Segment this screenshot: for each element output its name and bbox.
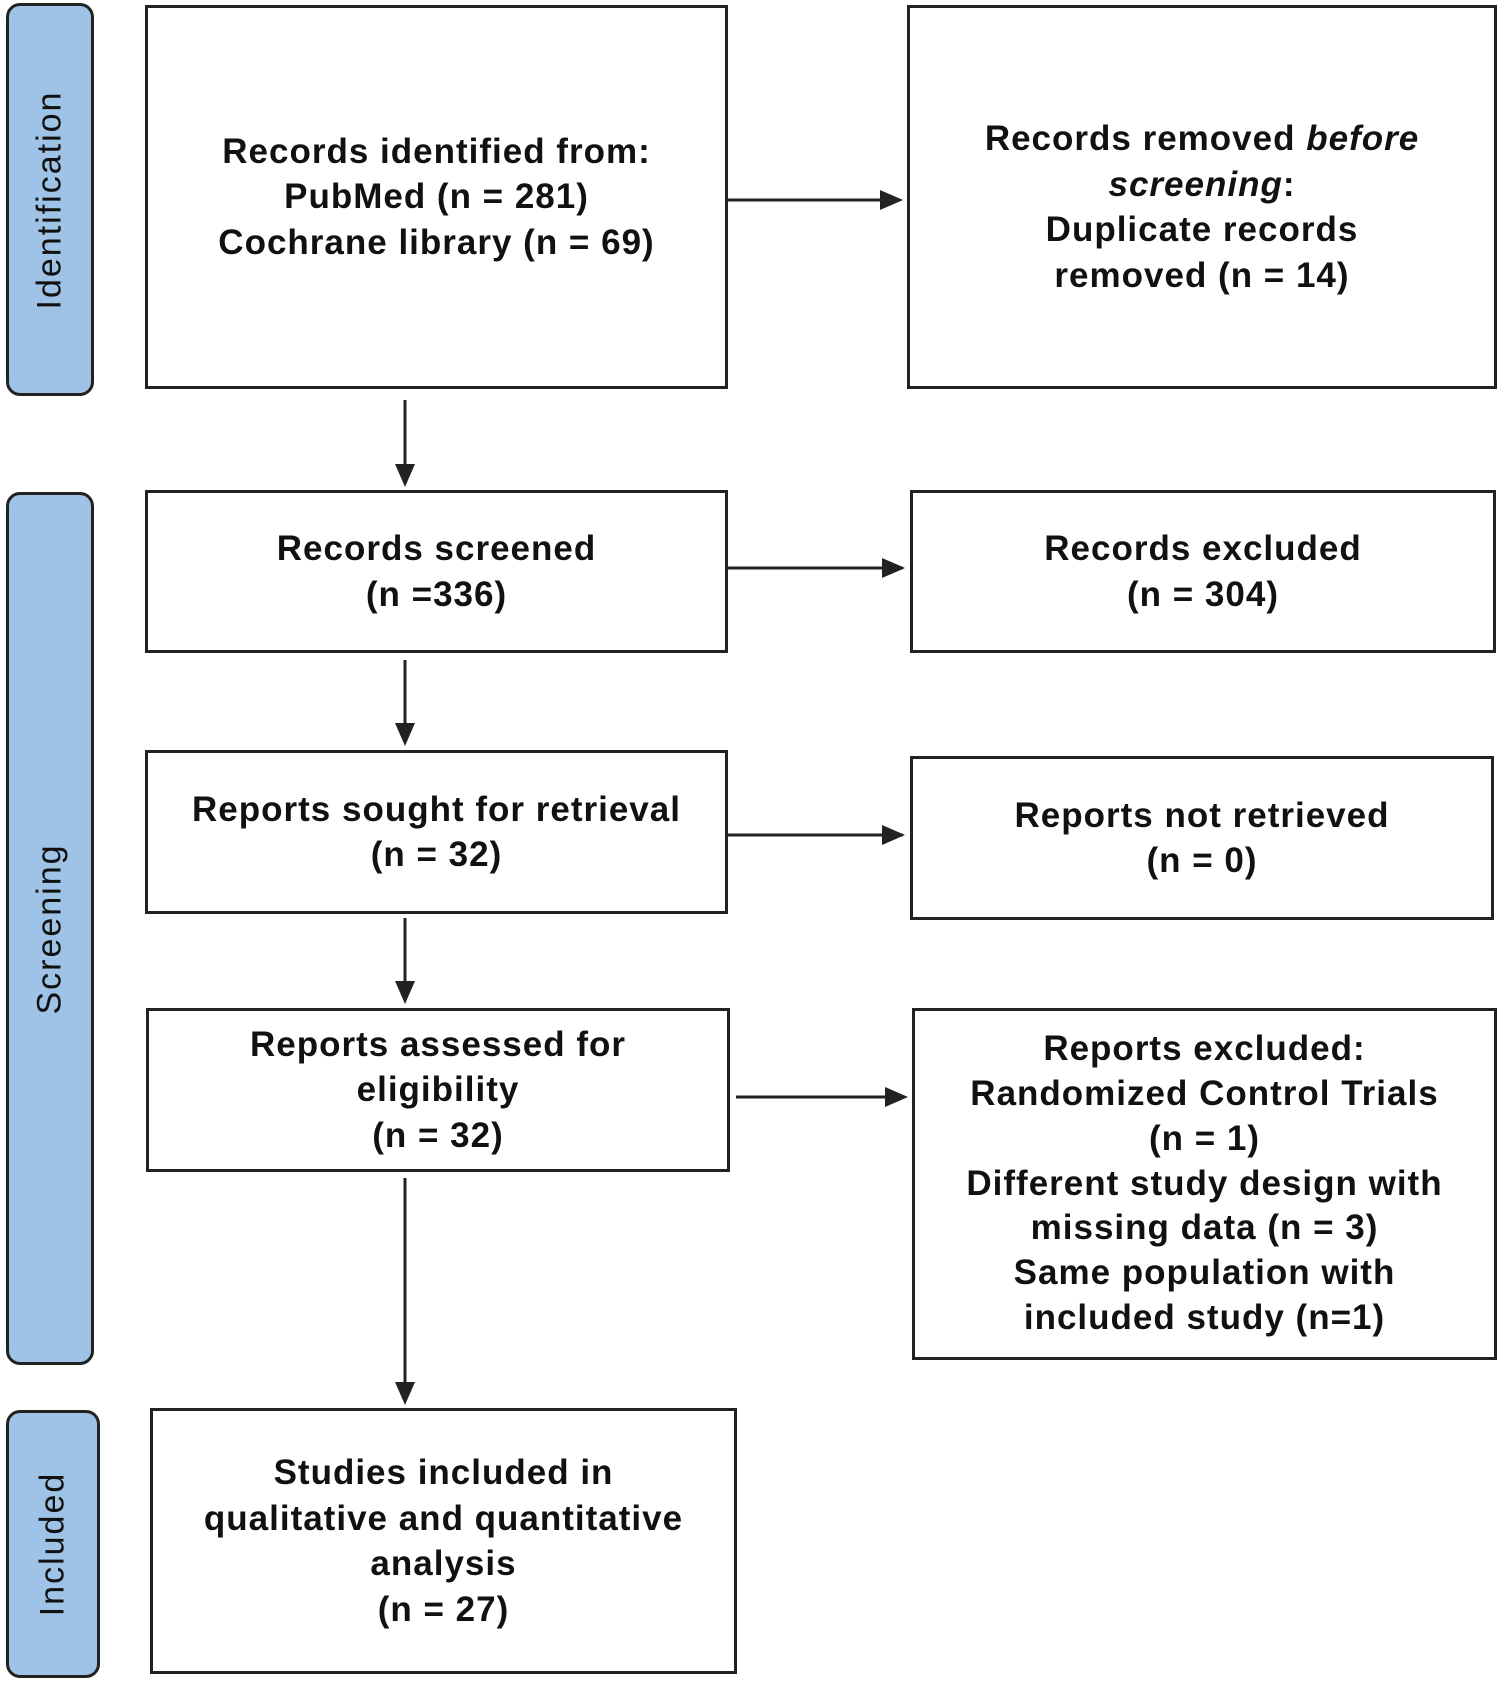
records-identified-cochrane: Cochrane library (n = 69) [218, 222, 655, 262]
records-removed-subheading: screening: [1108, 162, 1295, 208]
arrowhead-sought-to-assessed [395, 981, 415, 1004]
reports-not-retrieved-box: Reports not retrieved (n = 0) [910, 756, 1494, 920]
studies-included-label-cont: qualitative and quantitative [203, 1498, 684, 1538]
reports-excluded-design-count: missing data (n = 3) [1030, 1208, 1379, 1248]
studies-included-count: (n = 27) [377, 1589, 510, 1629]
reports-assessed-label-cont: eligibility [356, 1070, 520, 1110]
phase-identification: Identification [6, 3, 94, 396]
records-removed-colon: : [1282, 164, 1296, 204]
reports-excluded-rct-count: (n = 1) [1148, 1118, 1261, 1158]
reports-assessed-count: (n = 32) [372, 1115, 504, 1155]
arrowhead-assessed-to-excluded [885, 1087, 908, 1107]
reports-excluded-design: Different study design with [966, 1163, 1443, 1203]
reports-excluded-population-count: included study (n=1) [1023, 1297, 1386, 1337]
reports-sought-count: (n = 32) [370, 835, 503, 874]
arrowhead-screened-to-sought [395, 723, 415, 746]
reports-not-retrieved-label: Reports not retrieved [1014, 795, 1390, 835]
reports-assessed-label: Reports assessed for [250, 1024, 626, 1064]
arrowhead-sought-to-not-retrieved [882, 825, 905, 845]
records-removed-count: removed (n = 14) [1054, 255, 1350, 295]
phase-screening: Screening [6, 492, 94, 1365]
reports-not-retrieved-count: (n = 0) [1146, 841, 1258, 880]
reports-assessed-box: Reports assessed for eligibility (n = 32… [146, 1008, 730, 1172]
studies-included-label: Studies included in [273, 1453, 614, 1492]
records-identified-box: Records identified from: PubMed (n = 281… [145, 5, 728, 389]
studies-included-label-end: analysis [370, 1544, 517, 1583]
reports-sought-label: Reports sought for retrieval [192, 789, 681, 829]
records-screened-count: (n =336) [365, 574, 508, 614]
arrowhead-identified-to-removed [880, 190, 903, 210]
reports-excluded-rct: Randomized Control Trials [970, 1074, 1439, 1113]
reports-excluded-population: Same population with [1013, 1253, 1396, 1293]
records-removed-heading: Records removed before [985, 116, 1419, 162]
records-removed-heading-italic: before [1306, 119, 1420, 158]
records-removed-box: Records removed before screening: Duplic… [907, 5, 1497, 389]
records-removed-duplicates: Duplicate records [1045, 210, 1359, 249]
arrowhead-screened-to-excluded [882, 558, 905, 578]
reports-excluded-box: Reports excluded: Randomized Control Tri… [912, 1008, 1497, 1360]
reports-excluded-heading: Reports excluded: [1043, 1029, 1366, 1069]
arrowhead-identified-to-screened [395, 464, 415, 487]
records-identified-heading: Records identified from: [222, 131, 651, 171]
records-screened-box: Records screened (n =336) [145, 490, 728, 653]
studies-included-box: Studies included in qualitative and quan… [150, 1408, 737, 1674]
records-identified-pubmed: PubMed (n = 281) [284, 177, 589, 217]
records-excluded-count: (n = 304) [1127, 574, 1279, 614]
records-removed-heading-text: Records removed [984, 119, 1307, 158]
arrowhead-assessed-to-included [395, 1382, 415, 1405]
records-excluded-label: Records excluded [1044, 529, 1362, 568]
reports-sought-box: Reports sought for retrieval (n = 32) [145, 750, 728, 914]
phase-included: Included [6, 1410, 100, 1678]
records-screened-label: Records screened [276, 529, 597, 568]
records-removed-subheading-italic: screening [1108, 164, 1283, 204]
records-excluded-box: Records excluded (n = 304) [910, 490, 1496, 653]
